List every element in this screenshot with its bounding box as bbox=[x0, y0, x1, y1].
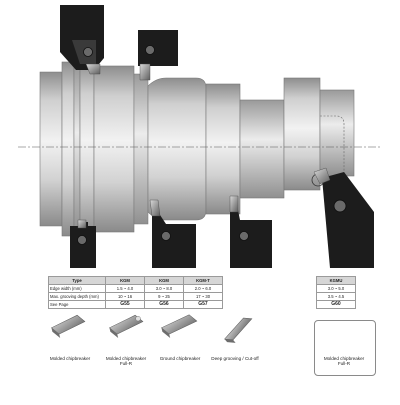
table-row: G60 bbox=[316, 300, 356, 309]
top-holder-left bbox=[60, 5, 104, 75]
bottom-holder-1 bbox=[70, 219, 96, 268]
page-ref: G57 bbox=[183, 300, 223, 309]
table-header-kgmu: KGMU bbox=[316, 276, 356, 285]
table-cell: 3.0 ~ 8.0 bbox=[144, 284, 184, 293]
bottom-holder-3 bbox=[229, 195, 272, 268]
spec-table-left: Type KGM KGM KGM-T Edge width (mm) 1.5 ~… bbox=[48, 276, 223, 309]
table-cell: 3.5 ~ 4.5 bbox=[316, 292, 356, 301]
table-row: See Page G55 G56 G57 bbox=[48, 300, 223, 309]
table-row: 3.5 ~ 4.5 bbox=[316, 292, 356, 301]
table-header-col1: KGM bbox=[105, 276, 145, 285]
table-cell: 3.0 ~ 5.0 bbox=[316, 284, 356, 293]
caption-line: Molded chipbreaker bbox=[323, 356, 365, 361]
top-holder-right bbox=[138, 30, 178, 81]
insert-image-2 bbox=[108, 314, 144, 339]
insert-caption-2: Molded chipbreaker Full-R bbox=[96, 356, 156, 367]
table-cell: 10 ~ 16 bbox=[105, 292, 145, 301]
row-label: Max. grooving depth (mm) bbox=[48, 292, 106, 301]
table-row: Max. grooving depth (mm) 10 ~ 16 9 ~ 25 … bbox=[48, 292, 223, 301]
bottom-holder-2 bbox=[149, 199, 196, 268]
page-ref: G60 bbox=[316, 300, 356, 309]
table-cell: 17 ~ 30 bbox=[183, 292, 223, 301]
table-cell: 1.5 ~ 4.0 bbox=[105, 284, 145, 293]
table-cell: 9 ~ 25 bbox=[144, 292, 184, 301]
table-row: 3.0 ~ 5.0 bbox=[316, 284, 356, 293]
insert-image-1 bbox=[50, 314, 86, 339]
caption-line: Full-R bbox=[119, 361, 133, 367]
table-header-type: Type bbox=[48, 276, 106, 285]
row-label: Edge width (mm) bbox=[48, 284, 106, 293]
insert-caption-1: Molded chipbreaker bbox=[42, 356, 98, 361]
workpiece-shaft bbox=[39, 61, 355, 237]
insert-caption-5: Molded chipbreaker Full-R bbox=[314, 356, 374, 367]
table-row: Edge width (mm) 1.5 ~ 4.0 3.0 ~ 8.0 2.0 … bbox=[48, 284, 223, 293]
insert-caption-4: Deep grooving / Cut-off bbox=[200, 356, 270, 361]
page-ref: G55 bbox=[105, 300, 145, 309]
insert-image-3 bbox=[160, 314, 198, 339]
bottom-holder-4 bbox=[311, 167, 374, 268]
caption-line: Molded chipbreaker bbox=[49, 356, 91, 361]
caption-line: Deep grooving / Cut-off bbox=[211, 356, 259, 361]
row-label: See Page bbox=[48, 300, 106, 309]
table-cell: 2.0 ~ 6.0 bbox=[183, 284, 223, 293]
caption-line: Full-R bbox=[337, 361, 351, 367]
page-ref: G56 bbox=[144, 300, 184, 309]
insert-image-4 bbox=[224, 317, 253, 343]
insert-caption-3: Ground chipbreaker bbox=[150, 356, 210, 361]
table-header-col2: KGM bbox=[144, 276, 184, 285]
table-header-col3: KGM-T bbox=[183, 276, 223, 285]
spec-table-right: KGMU 3.0 ~ 5.0 3.5 ~ 4.5 G60 bbox=[316, 276, 356, 309]
caption-line: Molded chipbreaker bbox=[105, 356, 147, 361]
caption-line: Ground chipbreaker bbox=[159, 356, 201, 361]
kgmu-insert-box bbox=[314, 320, 376, 376]
